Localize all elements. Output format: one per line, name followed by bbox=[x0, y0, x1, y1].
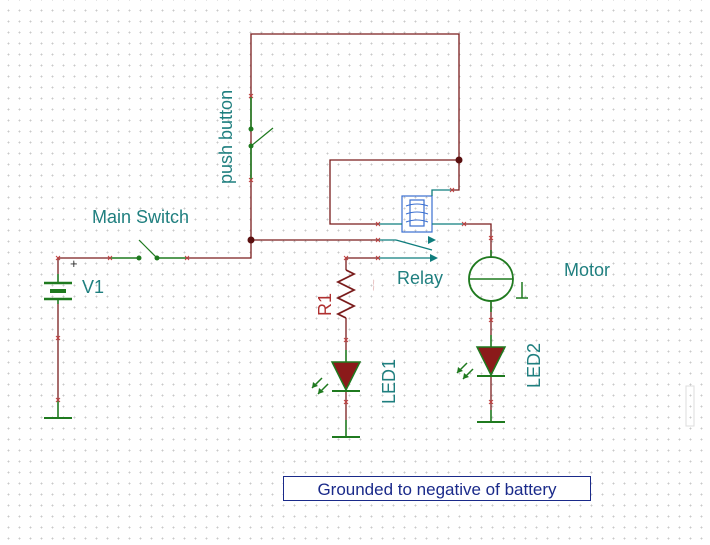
pin-markers bbox=[55, 93, 494, 405]
r1-label: R1 bbox=[315, 293, 335, 316]
resistor-r1 bbox=[335, 262, 357, 320]
wire-main-bus bbox=[187, 239, 380, 259]
v1-label: V1 bbox=[82, 277, 104, 297]
main-switch bbox=[110, 239, 187, 261]
ground-symbol bbox=[332, 420, 360, 438]
relay-label: Relay bbox=[397, 268, 443, 288]
main-switch-label: Main Switch bbox=[92, 207, 189, 227]
motor-symbol bbox=[468, 250, 528, 312]
wire-relay-r1 bbox=[345, 257, 378, 262]
wire-relay-coil-loop bbox=[329, 159, 459, 225]
led2-diode bbox=[456, 335, 507, 380]
faint-mark: ~~ bbox=[369, 279, 380, 291]
push-button-label: push button bbox=[216, 90, 236, 184]
wire-relay-motor bbox=[464, 223, 492, 258]
led2-label: LED2 bbox=[524, 343, 544, 388]
junction-dot bbox=[247, 236, 255, 244]
ground-note-box: Grounded to negative of battery bbox=[283, 476, 591, 501]
svg-text:+: + bbox=[70, 256, 78, 271]
faint-edge-text bbox=[685, 385, 695, 427]
led1-diode bbox=[311, 350, 362, 395]
junction-dot bbox=[455, 156, 463, 164]
ground-symbol bbox=[477, 410, 505, 423]
ground-symbol bbox=[44, 400, 72, 419]
motor-label: Motor bbox=[564, 260, 610, 280]
wire-top-loop bbox=[250, 33, 460, 240]
led1-label: LED1 bbox=[379, 359, 399, 404]
wires bbox=[57, 33, 492, 420]
wire-relay-top bbox=[452, 160, 460, 191]
relay-symbol bbox=[378, 189, 464, 262]
push-button-switch bbox=[248, 96, 274, 180]
battery-v1: + bbox=[44, 256, 78, 304]
